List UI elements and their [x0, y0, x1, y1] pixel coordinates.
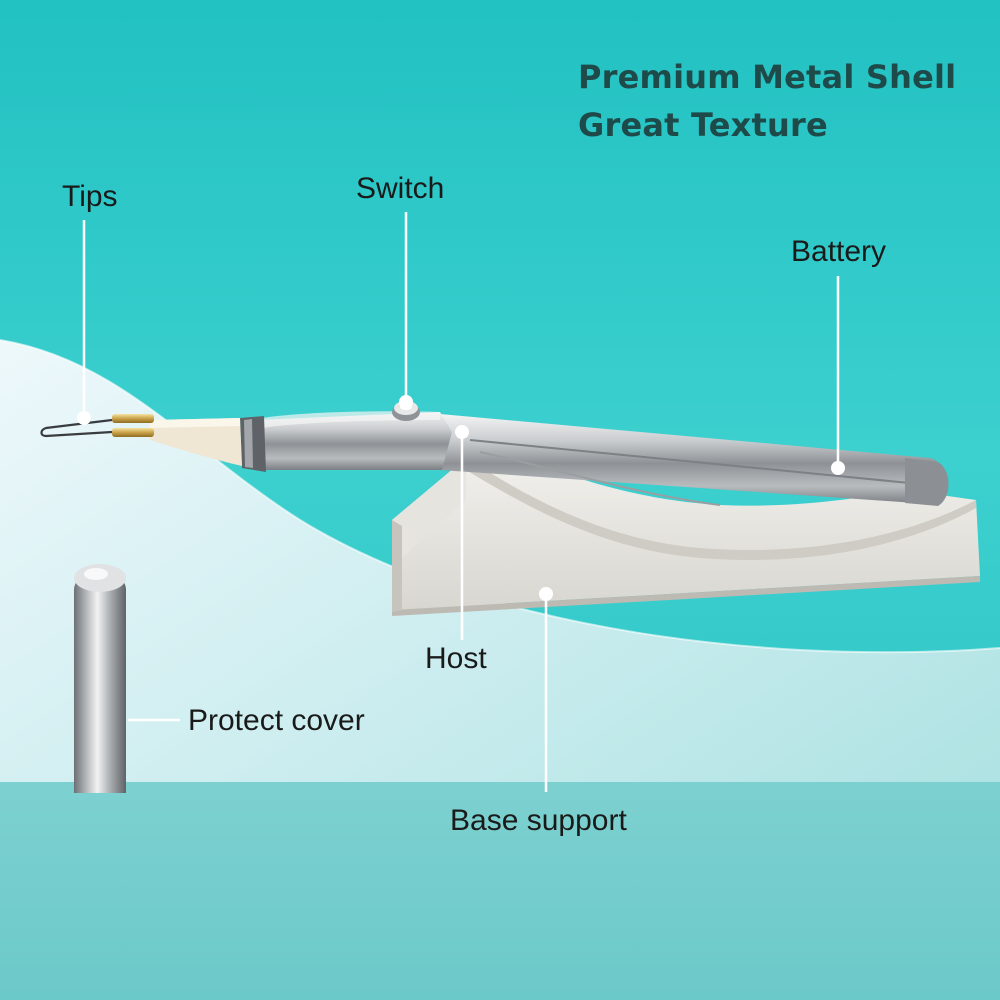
headline-line-2: Great Texture: [578, 106, 828, 144]
base-support: [392, 458, 980, 616]
leader-dots: [77, 395, 845, 601]
leader-lines: [82, 212, 840, 792]
callout-host: Host: [425, 642, 487, 675]
handpiece-body: [240, 401, 949, 506]
battery-dot: [831, 461, 845, 475]
headline-line-1: Premium Metal Shell: [578, 58, 957, 96]
callout-protect-cover: Protect cover: [188, 704, 365, 737]
base-dot: [539, 587, 553, 601]
host-dot: [455, 425, 469, 439]
callout-base-support: Base support: [450, 804, 627, 837]
callout-tips: Tips: [62, 180, 118, 213]
tip-assembly: [40, 414, 242, 466]
switch-dot: [399, 395, 413, 409]
protect-cover: [74, 564, 126, 793]
tips-dot: [77, 411, 91, 425]
floor-band: [0, 782, 1000, 1000]
callout-switch: Switch: [356, 172, 445, 205]
callout-battery: Battery: [791, 235, 887, 268]
